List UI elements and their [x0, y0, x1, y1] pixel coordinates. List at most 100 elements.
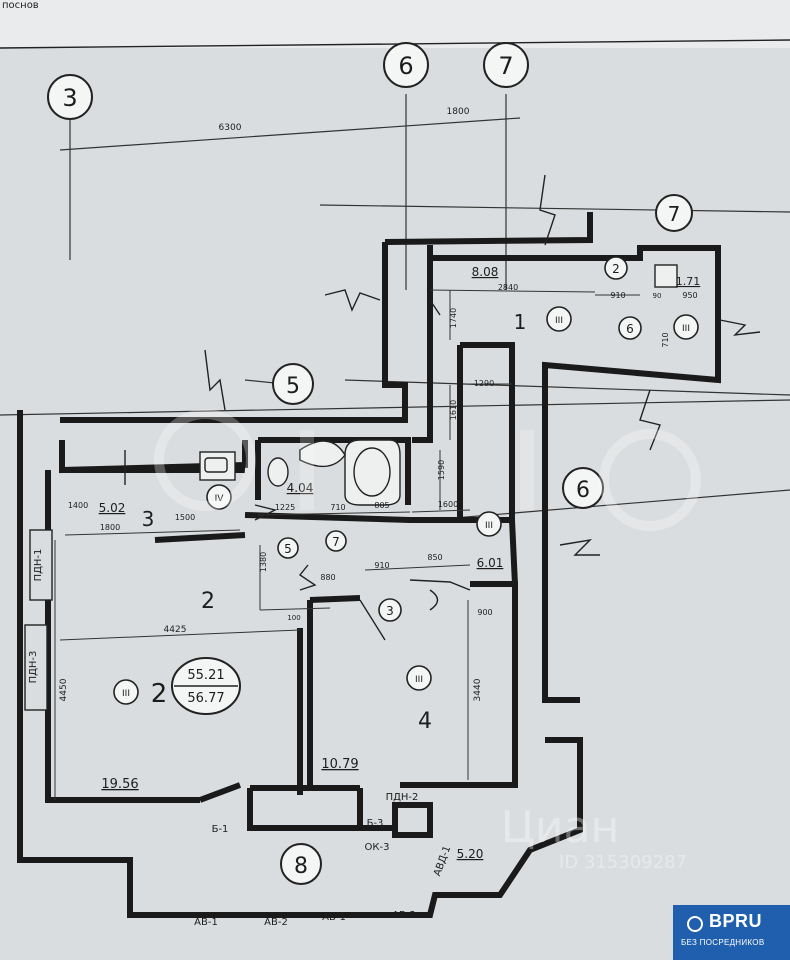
cian-watermark: Циан	[501, 802, 620, 853]
header-text: поснов	[2, 0, 39, 11]
door-mark: 5	[277, 537, 299, 559]
dim-text: 1380	[259, 552, 268, 572]
dim-text: 1740	[449, 308, 458, 328]
dim-text: 950	[682, 291, 697, 300]
dim-text: 3440	[473, 678, 483, 701]
dim-text: 1290	[474, 379, 494, 388]
svg-text:III: III	[682, 324, 690, 334]
svg-text:III: III	[485, 521, 493, 531]
dim-text: 1400	[68, 501, 88, 510]
dim-text: 1800	[100, 523, 120, 532]
svg-text:III: III	[122, 689, 130, 699]
window-mark-ok3: ОК-3	[365, 842, 390, 853]
axis-bubble-6b: 6	[562, 467, 604, 509]
axis-bubble-7: 7	[483, 42, 529, 88]
dim-text: 880	[320, 573, 335, 582]
badge-brand: BPRU	[709, 911, 763, 931]
window-mark-pdn3: ПДН-3	[24, 624, 48, 711]
bpru-badge[interactable]: BPRU БЕЗ ПОСРЕДНИКОВ	[673, 905, 790, 960]
dim-text: 1225	[275, 503, 295, 512]
sink-fixture	[199, 451, 236, 481]
svg-text:III: III	[555, 316, 563, 326]
area-label: 5.20	[457, 847, 484, 861]
window-mark-av2a: АВ-2	[264, 917, 288, 928]
door-mark: 7	[325, 530, 347, 552]
svg-text:5: 5	[284, 542, 292, 556]
door-swings	[124, 299, 471, 641]
room-number: 2	[201, 589, 215, 614]
badge-tagline: БЕЗ ПОСРЕДНИКОВ	[681, 938, 765, 947]
axis-label: 7	[668, 202, 681, 226]
shower-fixture	[654, 264, 678, 288]
bathtub-fixture	[344, 439, 401, 506]
area-label: 4.04	[287, 481, 314, 495]
dim-text: 1610	[449, 400, 458, 420]
title-strip	[0, 0, 790, 48]
dim-text: 1500	[175, 513, 195, 522]
dim-text: 805	[374, 501, 389, 510]
area-label: 1.71	[676, 275, 701, 288]
svg-text:III: III	[415, 675, 423, 685]
axis-bubble-7b: 7	[655, 194, 693, 232]
zone-mark: IV	[206, 484, 232, 510]
room-number: 4	[418, 709, 432, 734]
dim-text: 910	[610, 291, 625, 300]
washbasin-fixture	[299, 440, 346, 468]
area-label: 5.02	[99, 501, 126, 515]
door-mark: 3	[378, 598, 402, 622]
room-number: 1	[514, 310, 527, 334]
room-number: 8	[294, 854, 308, 879]
axis-label: 6	[576, 478, 590, 503]
door-mark: 2	[604, 256, 628, 280]
axis-label: 7	[498, 52, 513, 80]
svg-text:2: 2	[612, 262, 620, 276]
svg-text:IV: IV	[215, 494, 225, 504]
dim-text: 4425	[164, 625, 187, 635]
dim-text: 4450	[59, 678, 69, 701]
dim-text: 100	[287, 614, 300, 622]
axis-bubble-6: 6	[383, 42, 429, 88]
door-mark: 6	[618, 316, 642, 340]
balcony-mark-b3: Б-3	[367, 818, 384, 829]
dim-text: 900	[477, 608, 492, 617]
zone-mark: III	[113, 679, 139, 705]
window-mark-av1b: АВ-1	[322, 912, 346, 923]
axis-bubble-5: 5	[272, 363, 314, 405]
window-mark-av1a: АВ-1	[194, 917, 218, 928]
window-mark-av2b: АВ-2	[392, 910, 416, 921]
apartment-number: 2	[151, 679, 168, 709]
dim-text: 1800	[447, 107, 470, 117]
axis-label: 5	[286, 374, 300, 399]
area-label: 8.08	[472, 265, 499, 279]
axis-bubble-3: 3	[47, 74, 93, 120]
zone-mark: III	[673, 314, 699, 340]
dim-text: 910	[374, 561, 389, 570]
svg-text:6: 6	[626, 322, 634, 336]
room-number-8-bubble: 8	[280, 843, 322, 885]
axis-lines	[0, 94, 790, 521]
zone-mark: III	[476, 511, 502, 537]
svg-text:3: 3	[386, 604, 394, 618]
axis-label: 6	[398, 52, 413, 80]
svg-text:ПДН-3: ПДН-3	[28, 651, 39, 684]
window-mark-pdn2: ПДН-2	[386, 792, 419, 803]
zone-mark: III	[406, 665, 432, 691]
apartment-total: 2 55.21 56.77	[151, 657, 241, 715]
area-label: 19.56	[101, 777, 138, 792]
dim-text: 6300	[219, 123, 242, 133]
balcony-mark-b1: Б-1	[212, 824, 229, 835]
area-label: 6.01	[477, 556, 504, 570]
avito-watermark	[154, 409, 701, 531]
window-mark-pdn1: ПДН-1	[29, 529, 53, 601]
dim-text: 710	[330, 503, 345, 512]
living-area: 55.21	[187, 668, 224, 683]
dim-text: 90	[653, 292, 662, 300]
dim-text: 850	[427, 553, 442, 562]
dim-text: 710	[661, 332, 670, 347]
room-number: 3	[142, 507, 155, 531]
cian-id-watermark: ID 315309287	[559, 852, 687, 873]
svg-text:ПДН-1: ПДН-1	[33, 549, 44, 582]
total-area: 56.77	[187, 691, 224, 706]
toilet-fixture	[267, 457, 289, 487]
